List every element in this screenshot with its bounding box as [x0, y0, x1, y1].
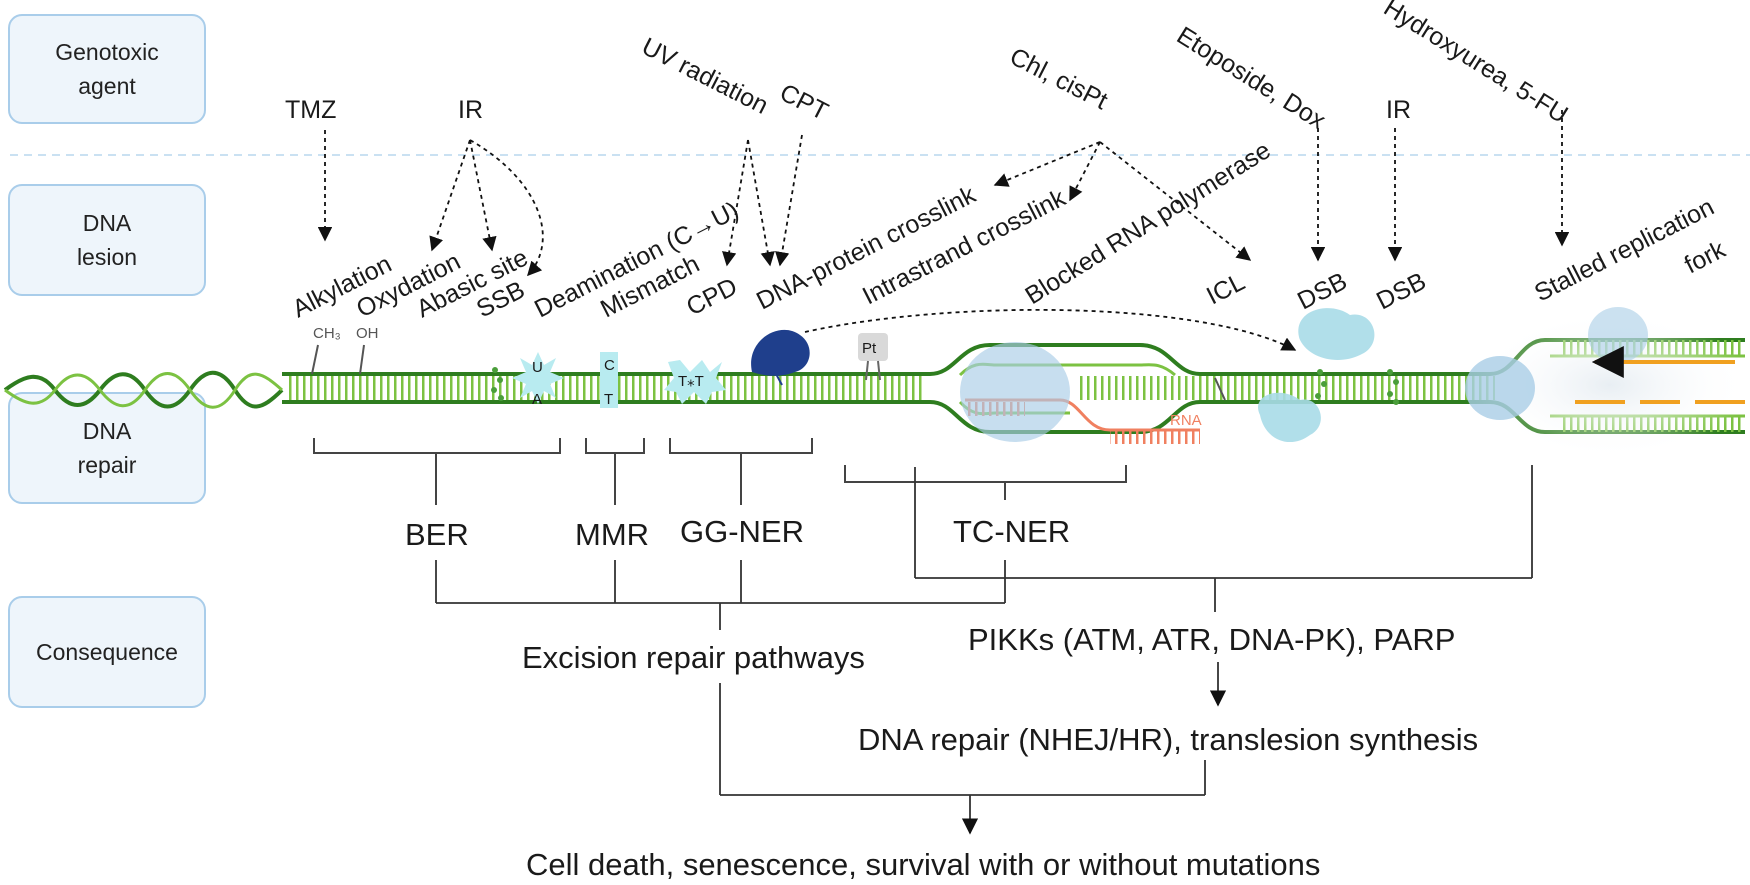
lesion-icl: ICL	[1202, 268, 1249, 311]
agent-cpt: CPT	[775, 78, 832, 126]
pathway-tc-ner: TC-NER	[953, 514, 1070, 549]
pikks-text: PIKKs (ATM, ATR, DNA-PK), PARP	[968, 622, 1455, 657]
agent-ir-2: IR	[1386, 96, 1411, 124]
rna-label: RNA	[1170, 412, 1202, 429]
row-label-consequence: Consequence	[8, 596, 206, 708]
uracil-label: U	[532, 359, 543, 376]
repair-brackets	[313, 438, 1127, 505]
pathway-ber: BER	[405, 517, 469, 552]
oh-label: OH	[356, 325, 379, 342]
lesion-dsb-1: DSB	[1293, 267, 1352, 315]
pathway-mmr: MMR	[575, 517, 649, 552]
lesion-dsb-2: DSB	[1372, 267, 1431, 315]
dna-helix-left	[3, 370, 284, 409]
replication-fork-glow	[1470, 310, 1750, 460]
ch3-label: CH₃	[313, 325, 341, 342]
thymine-label: T	[604, 391, 613, 408]
adenine-label: A	[532, 391, 542, 408]
repair-pathways: BER MMR GG-NER TC-NER	[405, 514, 1070, 552]
excision-repair-text: Excision repair pathways	[522, 640, 865, 675]
agent-ir-1: IR	[458, 96, 483, 124]
cytosine-label: C	[604, 357, 615, 374]
lesion-stalled-fork-line2: fork	[1680, 235, 1730, 279]
consequence-connectors	[435, 465, 1533, 835]
rna-polymerase-shape	[960, 342, 1070, 442]
consequences: Excision repair pathways PIKKs (ATM, ATR…	[522, 622, 1478, 882]
agent-arrows	[317, 110, 1570, 351]
agent-etoposide: Etoposide, Dox	[1172, 21, 1331, 135]
final-consequence-text: Cell death, senescence, survival with or…	[526, 847, 1320, 882]
agent-uv: UV radiation	[637, 32, 772, 119]
genotoxic-agents: TMZ IR UV radiation CPT Chl, cisPt Etopo…	[285, 0, 1573, 135]
platinum-label: Pt	[862, 340, 877, 357]
dna-repair-text: DNA repair (NHEJ/HR), translesion synthe…	[858, 722, 1478, 757]
row-label-genotoxic-agent: Genotoxic agent	[8, 14, 206, 124]
dsb-protein-shape	[1298, 308, 1375, 360]
thymine-dimer-label: T⁎T	[678, 373, 704, 390]
agent-chl-cispt: Chl, cisPt	[1005, 42, 1112, 115]
lesion-marks: CH₃ OH U A C T T⁎T Pt	[311, 307, 1750, 460]
row-label-dna-lesion: DNA lesion	[8, 184, 206, 296]
pathway-gg-ner: GG-NER	[680, 514, 804, 549]
row-label-dna-repair: DNA repair	[8, 392, 206, 504]
agent-tmz: TMZ	[285, 96, 336, 124]
protein-crosslink-shape	[751, 329, 810, 376]
